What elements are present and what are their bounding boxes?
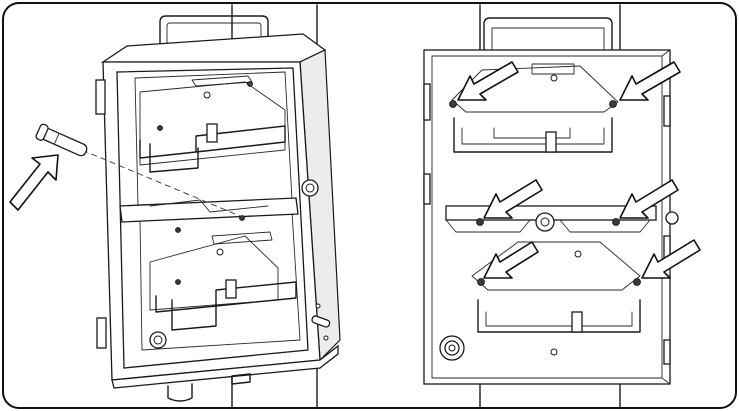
- screw-icon: [633, 278, 641, 286]
- shelf-flange: [149, 199, 269, 213]
- screw-icon: [239, 215, 245, 221]
- upper-clamp-band: [139, 125, 286, 159]
- lower-clamp-buckle: [225, 279, 237, 299]
- screw-icon: [449, 100, 457, 108]
- upper-clamp-inner: [461, 127, 605, 145]
- lower-clamp-inner: [485, 311, 633, 327]
- pointer-arrow-icon: [483, 179, 543, 219]
- top-handle-inner: [491, 27, 605, 51]
- lower-mount-plate: [471, 241, 641, 291]
- pointer-arrow-icon: [457, 61, 519, 101]
- enclosure-top-face: [100, 33, 327, 63]
- left-panel: [9, 4, 341, 409]
- center-nut-inner: [540, 217, 550, 227]
- hinge-tab-mid: [423, 173, 431, 205]
- plate-hole: [550, 74, 558, 82]
- lower-clamp-buckle: [571, 311, 583, 333]
- pointer-arrow-icon: [641, 239, 701, 279]
- upper-clamp-seat: [493, 127, 571, 139]
- side-hole: [323, 335, 329, 341]
- top-handle-inner: [166, 22, 262, 45]
- screw-icon: [247, 81, 253, 87]
- upper-clamp-buckle: [206, 123, 218, 143]
- hinge-tab-right-top: [663, 95, 671, 127]
- enclosure-bottom-face: [111, 344, 339, 389]
- bottom-bracket: [231, 373, 251, 385]
- plate-hole: [574, 250, 582, 258]
- pointer-arrow-icon: [9, 154, 59, 211]
- lower-plate-tab: [211, 231, 273, 245]
- plate-hole: [550, 348, 558, 356]
- plate-hole: [216, 248, 224, 256]
- lower-clamp-band: [477, 299, 641, 333]
- hinge-tab-right-bottom: [663, 339, 671, 365]
- screw-icon: [476, 218, 484, 226]
- pointer-arrow-icon: [619, 61, 681, 101]
- screw-icon: [609, 100, 617, 108]
- cable-gland-inner: [153, 335, 163, 345]
- pin-head: [35, 123, 49, 141]
- screw-icon: [175, 279, 181, 285]
- upper-mount-plate: [451, 65, 619, 113]
- upper-clamp-band: [453, 117, 613, 153]
- bottom-fitting: [167, 383, 193, 402]
- enclosure-edge: [661, 377, 671, 385]
- upper-clamp-cup: [149, 143, 199, 173]
- top-handle: [159, 15, 269, 45]
- side-knob: [665, 211, 679, 225]
- upper-plate-tab: [531, 63, 575, 75]
- plate-hole: [203, 91, 211, 99]
- side-hole: [315, 303, 321, 309]
- insertion-path: [81, 149, 241, 217]
- right-panel: [423, 4, 701, 409]
- screw-icon: [612, 218, 620, 226]
- cable-gland-inner: [448, 344, 456, 352]
- side-nut-inner: [305, 183, 315, 193]
- hinge-tab-bottom: [96, 317, 107, 349]
- top-handle: [483, 17, 613, 51]
- upper-clamp-buckle: [545, 131, 557, 153]
- hinge-tab-top: [95, 79, 106, 115]
- side-slot: [311, 315, 331, 328]
- lower-clamp-band: [155, 281, 297, 313]
- enclosure-opening: [431, 55, 663, 379]
- enclosure-edge: [661, 49, 671, 57]
- mounting-pin-icon: [35, 123, 88, 157]
- pointer-arrow-icon: [483, 241, 539, 279]
- pin-groove: [53, 132, 60, 145]
- screw-icon: [157, 125, 163, 131]
- screw-icon: [175, 227, 181, 233]
- lower-clamp-cup: [171, 299, 217, 331]
- screw-icon: [477, 278, 485, 286]
- hinge-tab-top: [423, 83, 431, 121]
- pointer-arrow-icon: [619, 179, 679, 219]
- shelf-flange: [445, 219, 651, 233]
